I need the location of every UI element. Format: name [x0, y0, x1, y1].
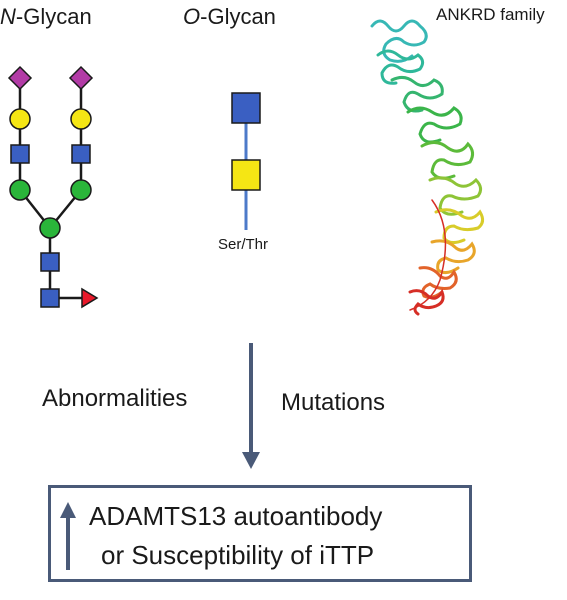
glcnac-square-o-top [231, 92, 261, 124]
galactose-circle-left [9, 108, 31, 130]
n-glycan-monosaccharides [7, 65, 99, 309]
mannose-circle-right [70, 179, 92, 201]
sialic-acid-diamond-right [68, 65, 94, 91]
o-glycan-title: O-Glycan [183, 4, 276, 29]
galnac-square-o [231, 159, 261, 191]
glcnac-square-core-upper [40, 252, 60, 272]
ankrd-family-title: ANKRD family [436, 5, 545, 24]
glcnac-square-core-lower [40, 288, 60, 308]
ankrd-protein-ribbon [370, 19, 485, 316]
sialic-acid-diamond-left [7, 65, 33, 91]
abnormalities-label: Abnormalities [42, 385, 188, 412]
result-box: ADAMTS13 autoantibody or Susceptibility … [48, 485, 472, 582]
mutations-label: Mutations [281, 389, 386, 416]
glcnac-square-left [10, 144, 30, 164]
up-arrow-icon [60, 502, 76, 570]
fucose-triangle [81, 287, 99, 309]
ser-thr-label: Ser/Thr [218, 236, 269, 253]
o-glycan-structure [231, 92, 261, 230]
mannose-circle-core [39, 217, 61, 239]
galactose-circle-right [70, 108, 92, 130]
result-line-2: or Susceptibility of iTTP [101, 540, 375, 570]
n-glycan-title: N-Glycan [0, 4, 92, 29]
mannose-circle-left [9, 179, 31, 201]
result-line-1: ADAMTS13 autoantibody [89, 501, 383, 531]
down-arrow [242, 343, 260, 469]
glcnac-square-right [71, 144, 91, 164]
